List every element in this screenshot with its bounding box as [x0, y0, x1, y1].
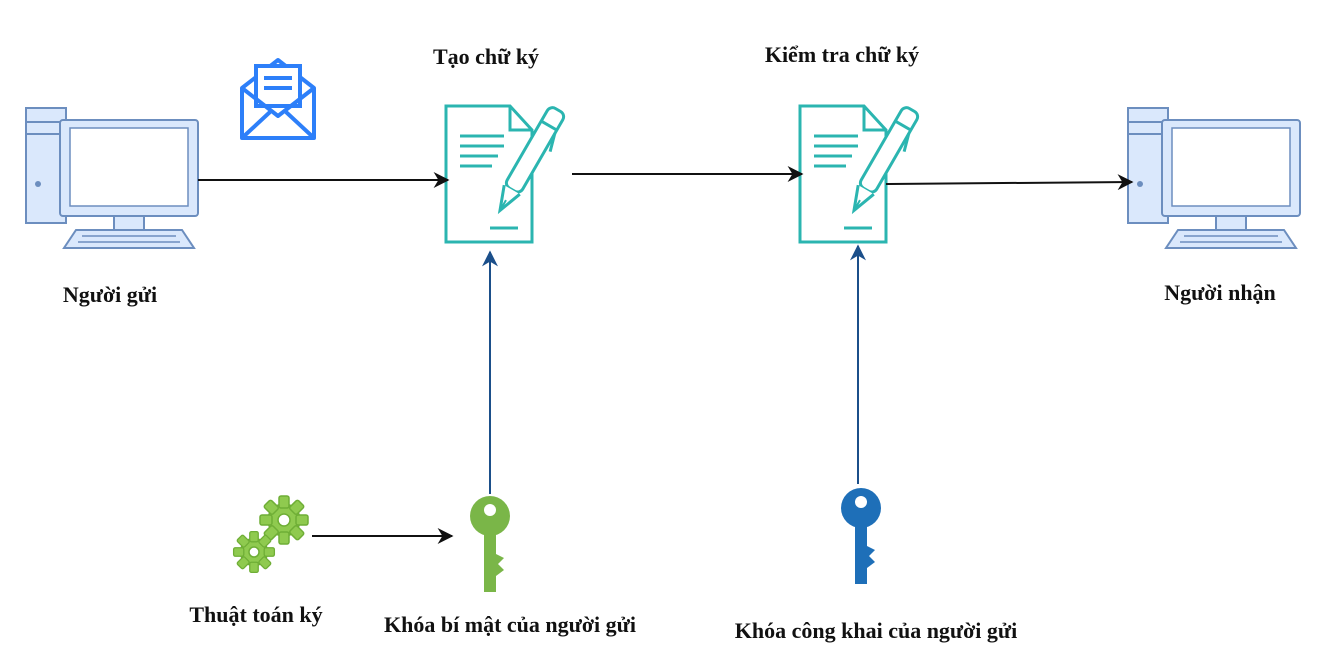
document-signature-icon: [798, 104, 926, 244]
arrow-verify-to-receiver: [885, 174, 1134, 191]
document-signature-icon: [444, 104, 572, 244]
desktop-computer-icon: [1127, 107, 1301, 249]
sender-label: Người gửi: [62, 282, 158, 307]
gears-icon: [232, 495, 309, 574]
envelope-icon: [240, 58, 316, 140]
create-signature-label: Tạo chữ ký: [432, 44, 540, 69]
sender-private-key-label: Khóa bí mật của người gửi: [384, 612, 636, 637]
desktop-computer-icon: [25, 107, 199, 249]
signing-algorithm-label: Thuật toán ký: [189, 602, 323, 627]
verify-signature-label: Kiểm tra chữ ký: [764, 42, 920, 67]
sender-public-key-label: Khóa công khai của người gửi: [734, 618, 1018, 643]
key-icon: [841, 488, 881, 584]
receiver-label: Người nhận: [1164, 280, 1276, 305]
key-icon: [470, 496, 510, 592]
